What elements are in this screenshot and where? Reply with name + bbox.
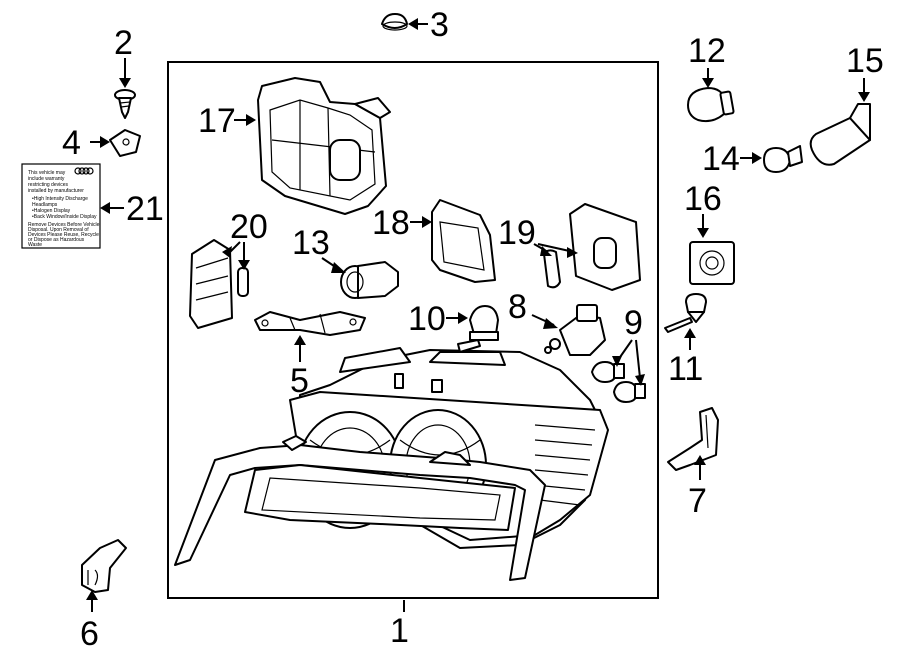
callout-17: 17 bbox=[198, 102, 236, 140]
callout-10-arrowhead bbox=[458, 312, 468, 324]
headlamp-assembly bbox=[174, 347, 609, 581]
callout-21-arrowhead bbox=[100, 202, 110, 214]
callout-3: 3 bbox=[430, 6, 449, 44]
bulb-socket-part bbox=[340, 261, 399, 299]
callout-3-arrowhead bbox=[408, 18, 418, 30]
bulb-14-part bbox=[763, 145, 803, 173]
callout-2-arrowhead bbox=[119, 78, 131, 88]
callout-6-arrowhead bbox=[86, 590, 98, 600]
label-line-3: restricting devices bbox=[28, 182, 69, 188]
side-bracket-part bbox=[667, 407, 719, 471]
callout-20-arrowhead-b bbox=[238, 260, 250, 270]
label-line-8: •Back Window/Inside Display bbox=[32, 214, 97, 220]
callout-4: 4 bbox=[62, 124, 81, 162]
callout-21: 21 bbox=[126, 190, 164, 228]
hid-ballast-part bbox=[543, 203, 641, 291]
plug-part bbox=[381, 13, 408, 31]
label-line-12: or Dispose as Hazardous bbox=[28, 237, 85, 243]
callout-5: 5 bbox=[290, 362, 309, 400]
clip-nut-part bbox=[109, 129, 141, 157]
callout-11: 11 bbox=[668, 350, 703, 388]
leveling-actuator-part bbox=[544, 304, 606, 356]
tubular-bulb-part bbox=[809, 103, 871, 166]
callout-19-arrowhead-b bbox=[567, 247, 578, 258]
callout-7-arrowhead bbox=[694, 455, 706, 465]
callout-12: 12 bbox=[688, 32, 726, 70]
callout-19-arrowhead-a bbox=[540, 246, 552, 256]
bulb-12-part bbox=[687, 87, 735, 123]
callout-19: 19 bbox=[498, 214, 536, 252]
callout-16: 16 bbox=[684, 180, 722, 218]
callout-13: 13 bbox=[292, 224, 330, 262]
housing-bracket-part bbox=[257, 77, 391, 215]
label-line-1: This vehicle may bbox=[28, 170, 66, 176]
mounting-bracket-part bbox=[254, 311, 366, 336]
callout-11-arrowhead bbox=[684, 328, 696, 338]
callout-16-arrowhead bbox=[697, 228, 709, 238]
callout-12-arrowhead bbox=[702, 78, 714, 88]
callout-13-arrowhead bbox=[331, 262, 346, 273]
callout-6: 6 bbox=[80, 615, 99, 653]
warning-label-part: This vehicle may include warranty restri… bbox=[21, 163, 101, 249]
callout-7: 7 bbox=[688, 482, 707, 520]
callout-14: 14 bbox=[702, 140, 740, 178]
screw-part bbox=[114, 89, 136, 119]
brand-rings-icon bbox=[74, 167, 94, 175]
label-line-5: •High Intensity Discharge bbox=[32, 196, 88, 202]
callout-10: 10 bbox=[408, 300, 446, 338]
callout-8-arrowhead bbox=[543, 318, 558, 329]
callout-9-arrowhead-b bbox=[635, 374, 645, 386]
label-line-4: installed by manufacturer bbox=[28, 188, 84, 194]
callout-20-arrowhead-a bbox=[222, 246, 232, 258]
label-line-10: Disposal. Upon Removal of bbox=[28, 227, 89, 233]
assembly-frame bbox=[167, 61, 659, 599]
callout-9-arrowhead-a bbox=[612, 356, 622, 367]
block-socket-part bbox=[689, 241, 735, 285]
callout-1: 1 bbox=[390, 612, 409, 650]
callout-15: 15 bbox=[846, 42, 884, 80]
callout-18-arrowhead bbox=[422, 216, 432, 228]
callout-18: 18 bbox=[372, 204, 410, 242]
bulb-pair-part bbox=[591, 361, 646, 403]
callout-14-arrowhead bbox=[752, 152, 762, 164]
label-line-9: Remove Devices Before Vehicle bbox=[28, 222, 100, 228]
callout-15-arrowhead bbox=[858, 92, 870, 102]
callout-9: 9 bbox=[624, 304, 643, 342]
frame-bracket-part bbox=[431, 199, 496, 283]
callout-4-arrowhead bbox=[100, 136, 110, 148]
label-line-11: Devices Please Reuse, Recycle bbox=[28, 232, 99, 238]
label-line-7: •Halogen Display bbox=[32, 208, 71, 214]
wedge-bulb-part bbox=[664, 293, 707, 333]
label-line-6: Headlamps bbox=[32, 202, 58, 208]
control-module-part bbox=[189, 239, 249, 329]
halogen-bulb-10-part bbox=[457, 305, 499, 353]
label-line-13: Waste bbox=[28, 242, 42, 248]
callout-17-arrowhead bbox=[246, 114, 256, 126]
callout-5-arrowhead bbox=[294, 335, 306, 345]
label-line-2: include warranty bbox=[28, 176, 65, 182]
callout-20: 20 bbox=[230, 208, 268, 246]
lower-bracket-part bbox=[81, 539, 127, 593]
callout-8: 8 bbox=[508, 288, 527, 326]
callout-2: 2 bbox=[114, 24, 133, 62]
